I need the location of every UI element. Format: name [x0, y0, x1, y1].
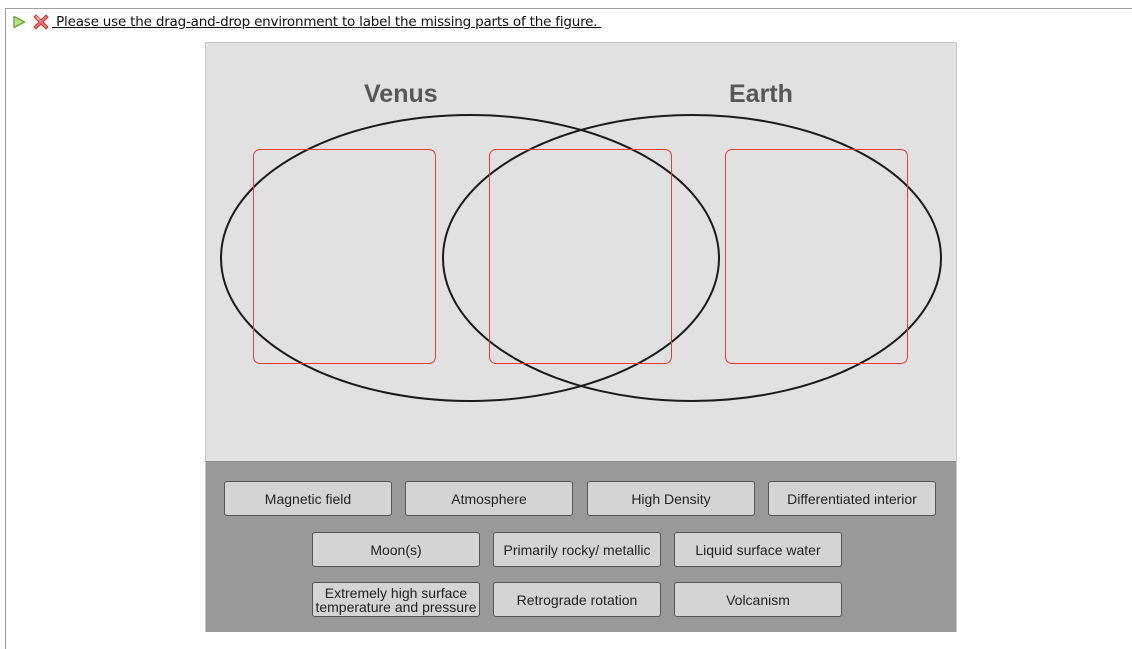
question-frame	[5, 8, 1132, 649]
earth-title: Earth	[729, 80, 793, 108]
question-header: Please use the drag-and-drop environment…	[12, 12, 601, 32]
label-retrograde-rotation[interactable]: Retrograde rotation	[493, 582, 661, 617]
drop-zone-venus-only[interactable]	[253, 149, 436, 364]
label-tray: Magnetic field Atmosphere High Density D…	[206, 461, 956, 632]
play-triangle-icon[interactable]	[12, 15, 26, 29]
instructions-text: Please use the drag-and-drop environment…	[52, 14, 602, 30]
drag-drop-panel: Venus Earth Magnetic field Atmosphere Hi…	[205, 42, 957, 632]
drop-zone-earth-only[interactable]	[725, 149, 908, 364]
venus-circle	[220, 114, 720, 402]
label-differentiated-interior[interactable]: Differentiated interior	[768, 481, 936, 516]
red-x-icon	[32, 13, 50, 31]
label-volcanism[interactable]: Volcanism	[674, 582, 842, 617]
label-magnetic-field[interactable]: Magnetic field	[224, 481, 392, 516]
earth-circle	[442, 114, 942, 402]
drop-zone-both[interactable]	[489, 149, 672, 364]
label-liquid-surface-water[interactable]: Liquid surface water	[674, 532, 842, 567]
label-high-density[interactable]: High Density	[587, 481, 755, 516]
venn-diagram-area: Venus Earth	[206, 43, 956, 461]
venn-diagram	[220, 114, 942, 402]
label-atmosphere[interactable]: Atmosphere	[405, 481, 573, 516]
label-extremely-high-surface-temperature[interactable]: Extremely high surface temperature and p…	[312, 582, 480, 617]
label-moons[interactable]: Moon(s)	[312, 532, 480, 567]
label-primarily-rocky-metallic[interactable]: Primarily rocky/ metallic	[493, 532, 661, 567]
venus-title: Venus	[364, 80, 438, 108]
